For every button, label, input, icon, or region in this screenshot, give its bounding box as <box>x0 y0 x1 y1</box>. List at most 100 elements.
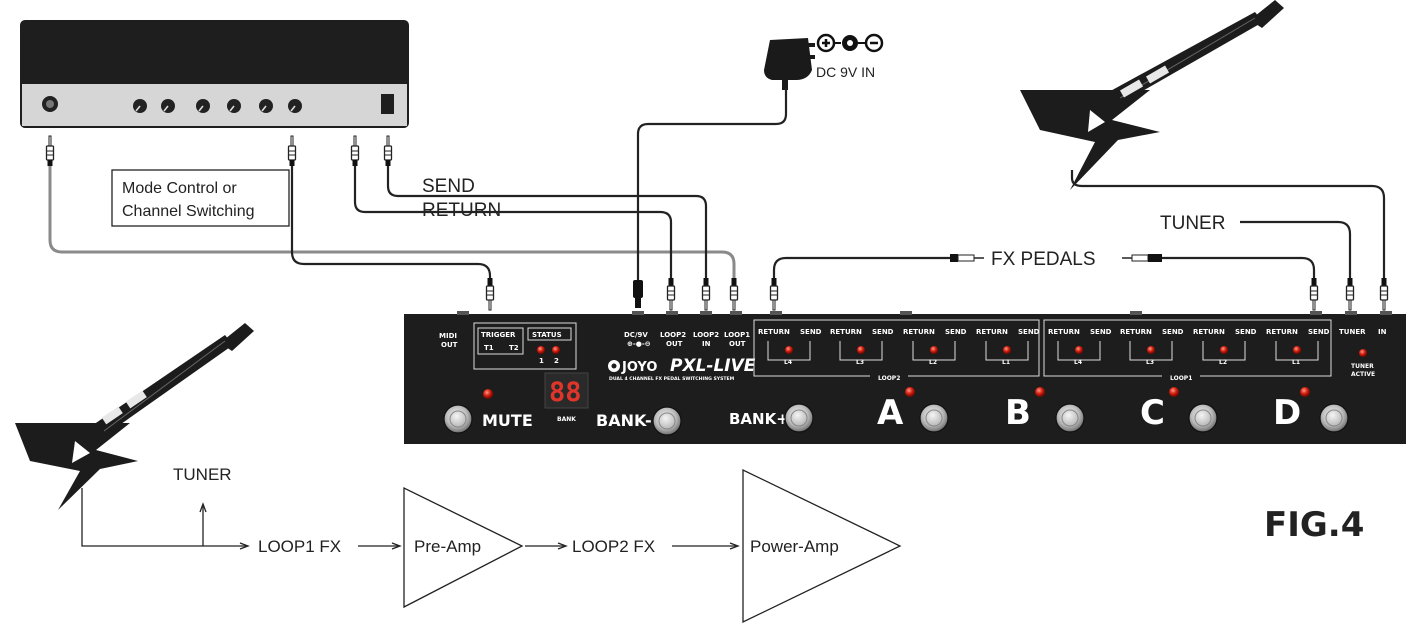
loop-return-label: RETURN <box>1048 328 1080 336</box>
loop1-group-label: LOOP1 <box>1170 375 1192 382</box>
loop-send-label: SEND <box>1018 328 1040 336</box>
cables <box>48 88 1386 286</box>
switch-d-led <box>1300 387 1310 397</box>
loop-id-label: L1 <box>1002 359 1010 366</box>
loop-bracket <box>1057 341 1101 361</box>
model-pxl-live: PXL-LIVE <box>670 356 756 376</box>
loop-led <box>857 346 865 354</box>
status-led-2 <box>552 346 560 354</box>
mute-label: MUTE <box>482 411 533 430</box>
loop-led <box>1075 346 1083 354</box>
loop-led <box>1003 346 1011 354</box>
switch-d-footswitch[interactable] <box>1319 403 1349 433</box>
mode-control-box <box>111 169 290 227</box>
trigger-t2: T2 <box>509 344 519 352</box>
trigger-t1: T1 <box>484 344 494 352</box>
bank-small-label: BANK <box>557 416 576 423</box>
fx-pedal-connectors <box>950 254 1162 262</box>
signal-chain <box>81 468 902 624</box>
loop-send-label: SEND <box>1162 328 1184 336</box>
jack-loop1-out-label: LOOP1 <box>724 331 750 339</box>
pedal-cable-plugs <box>485 277 1389 311</box>
switch-a-led <box>905 387 915 397</box>
signal-loop2-label: LOOP2 FX <box>572 537 655 556</box>
switch-b-label: B <box>1005 393 1031 433</box>
loop-slot-loop1-l2: RETURN SEND L2 <box>1193 328 1257 366</box>
loop-led <box>785 346 793 354</box>
switch-a-footswitch[interactable] <box>919 403 949 433</box>
pxl-live-pedalboard: MIDI OUT DC/9V ⊕-●-⊖ LOOP2 OUT LOOP2 IN … <box>404 311 1406 444</box>
loop-id-label: L4 <box>1074 359 1082 366</box>
bank-plus-footswitch[interactable] <box>784 403 814 433</box>
loop-send-label: SEND <box>1235 328 1257 336</box>
loop-send-label: SEND <box>945 328 967 336</box>
loop-slot-loop2-l1: RETURN SEND L1 <box>976 328 1040 366</box>
status-box <box>527 327 572 341</box>
loop-id-label: L3 <box>856 359 864 366</box>
loop-bracket <box>1202 341 1246 361</box>
bank-display <box>544 372 589 409</box>
switch-c-footswitch[interactable] <box>1188 403 1218 433</box>
loop-bracket <box>985 341 1029 361</box>
send-label: SEND <box>422 176 475 197</box>
loop-bracket <box>1129 341 1173 361</box>
loop-send-label: SEND <box>872 328 894 336</box>
guitar-bottom-icon <box>15 323 254 510</box>
loop-send-label: SEND <box>1308 328 1330 336</box>
loop-led <box>1220 346 1228 354</box>
trigger-title: TRIGGER <box>481 331 516 339</box>
loop-return-label: RETURN <box>1193 328 1225 336</box>
signal-preamp-label: Pre-Amp <box>414 537 481 556</box>
model-subtitle: DUAL 4 CHANNEL FX PEDAL SWITCHING SYSTEM <box>609 376 735 382</box>
tuner-top-label: TUNER <box>1160 213 1225 234</box>
jack-midi-out-label-2: OUT <box>441 341 458 349</box>
mode-control-line1: Mode Control or <box>122 180 237 197</box>
status-led-1 <box>537 346 545 354</box>
mode-control-line2: Channel Switching <box>122 203 255 220</box>
loop-return-label: RETURN <box>976 328 1008 336</box>
loop-return-label: RETURN <box>758 328 790 336</box>
status-2: 2 <box>554 357 559 365</box>
loop-led <box>1147 346 1155 354</box>
switch-a-label: A <box>877 393 904 433</box>
bank-minus-footswitch[interactable] <box>652 406 682 436</box>
loop-return-label: RETURN <box>1120 328 1152 336</box>
loop-send-label: SEND <box>800 328 822 336</box>
loop-slot-loop1-l3: RETURN SEND L3 <box>1120 328 1184 366</box>
loop-send-label: SEND <box>1090 328 1112 336</box>
dc9v-polarity-icon: ⊕-●-⊖ <box>627 340 651 348</box>
dc-barrel-plug-icon <box>633 280 643 308</box>
bank-minus-label: BANK- <box>596 411 652 430</box>
loop-bracket <box>767 341 811 361</box>
switch-c-label: C <box>1140 393 1165 433</box>
loop-id-label: L1 <box>1292 359 1300 366</box>
polarity-icon <box>816 33 884 53</box>
mute-led <box>483 389 493 399</box>
switch-b-footswitch[interactable] <box>1055 403 1085 433</box>
jack-loop2-in-label: LOOP2 <box>693 331 719 339</box>
loop-id-label: L3 <box>1146 359 1154 366</box>
loop2-group-label: LOOP2 <box>878 375 900 382</box>
jack-tuner-label: TUNER <box>1339 328 1366 336</box>
jack-in-label: IN <box>1378 328 1387 336</box>
figure-label: FIG.4 <box>1264 505 1364 545</box>
loop-id-label: L2 <box>1219 359 1227 366</box>
loop-return-label: RETURN <box>903 328 935 336</box>
loop-bracket <box>839 341 883 361</box>
status-1: 1 <box>539 357 544 365</box>
loop-bracket <box>912 341 956 361</box>
switch-b-led <box>1035 387 1045 397</box>
dc-9v-in-label: DC 9V IN <box>816 64 875 80</box>
signal-poweramp-label: Power-Amp <box>750 537 839 556</box>
loop-led <box>1293 346 1301 354</box>
jack-loop2-out-label-2: OUT <box>666 340 683 348</box>
loop-bracket <box>1275 341 1319 361</box>
fx-pedals-label: FX PEDALS <box>991 249 1096 270</box>
jack-midi-out-label: MIDI <box>439 332 457 340</box>
mute-footswitch[interactable] <box>443 404 473 434</box>
